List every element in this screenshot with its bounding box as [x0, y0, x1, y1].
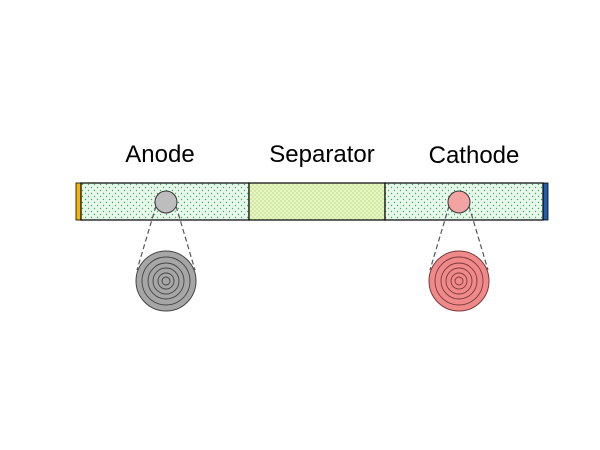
separator-layer	[248, 182, 386, 221]
cathode-particle	[447, 190, 471, 214]
anode-particle-zoomed	[135, 250, 197, 312]
anode-zoom-line-right	[175, 205, 196, 271]
anode-zoom-line-left	[136, 205, 157, 271]
cathode-label: Cathode	[429, 142, 520, 169]
separator-label: Separator	[269, 141, 374, 168]
cathode-zoom-line-right	[468, 205, 489, 271]
cathode-current-collector	[542, 182, 549, 221]
anode-current-collector	[75, 182, 82, 221]
cathode-particle-zoomed	[428, 250, 490, 312]
cathode-zoom-line-left	[429, 205, 450, 271]
anode-particle	[154, 190, 178, 214]
anode-label: Anode	[125, 141, 194, 168]
